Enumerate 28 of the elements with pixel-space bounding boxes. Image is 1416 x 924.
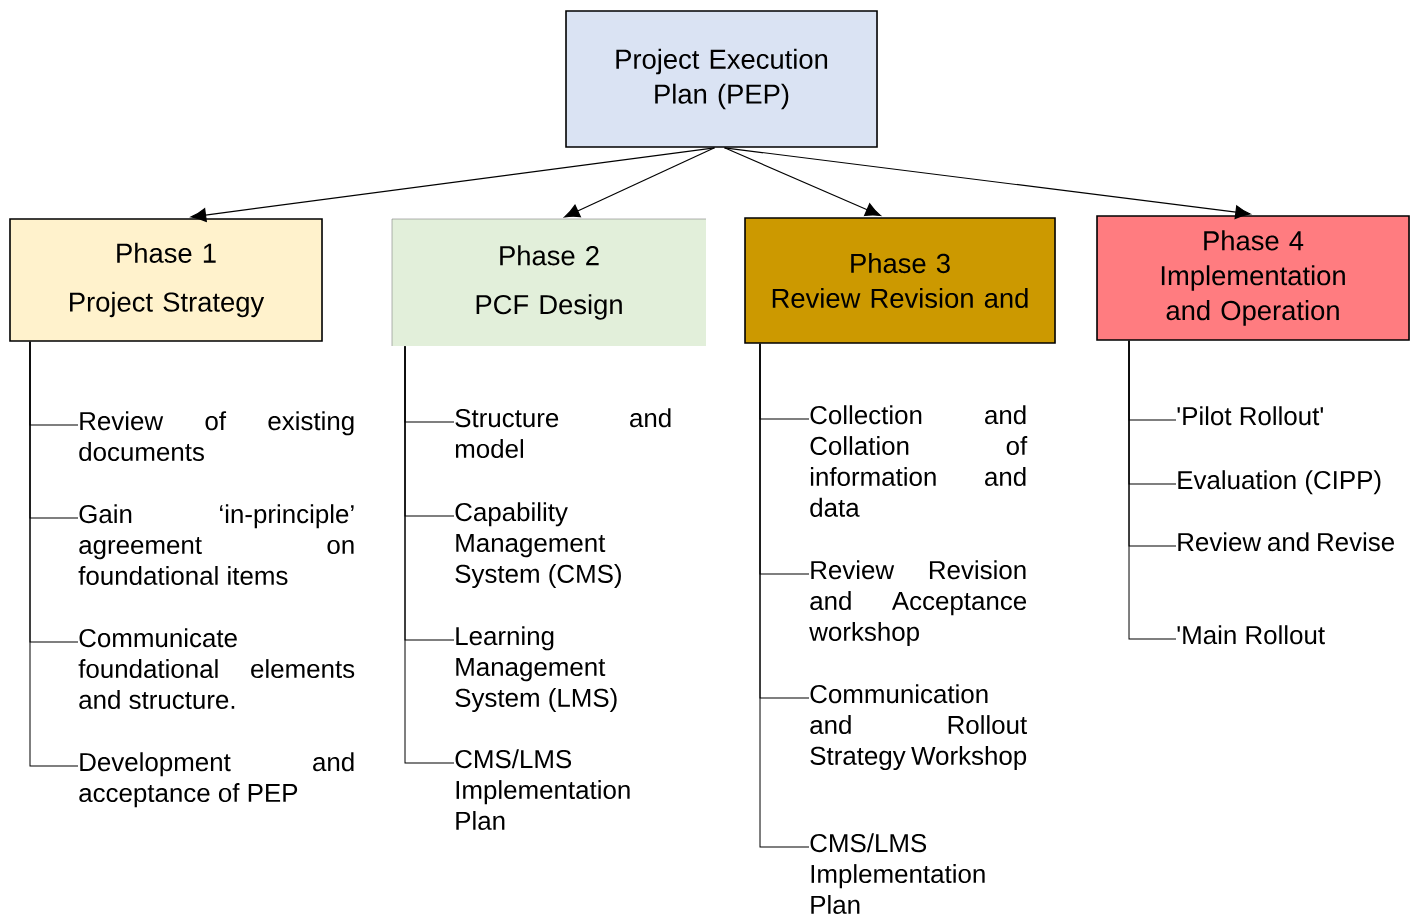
- list-item: Communication and Rollout Strategy Workshop: [810, 684, 1027, 771]
- list-item: Gain ‘in-principle’ agreement on foundational items: [78, 504, 354, 585]
- title-box: Project Execution Plan (PEP): [565, 10, 878, 148]
- list-item: CMS/LMS Implementation Plan: [810, 833, 985, 914]
- list-item: 'Pilot Rollout': [1177, 406, 1323, 426]
- tree-line: [1128, 340, 1177, 640]
- tree-line: [759, 343, 810, 848]
- arrow: [190, 147, 716, 222]
- list-item: 'Main Rollout: [1177, 625, 1325, 645]
- phase-box: Phase 4 Implementation and Operation: [1096, 215, 1410, 341]
- arrow: [723, 147, 1251, 220]
- list-item: Learning Management System (LMS): [455, 626, 617, 713]
- tree-line: [404, 345, 455, 764]
- phase-box: Phase 3 Review Revision and: [744, 217, 1056, 344]
- list-item: Review of existing documents: [79, 411, 354, 462]
- list-item: Review Revision and Acceptance workshop: [809, 560, 1027, 647]
- arrow: [564, 147, 716, 218]
- phase-box: Phase 1 Project Strategy: [9, 218, 323, 342]
- tree-line: [29, 341, 79, 767]
- list-item: Communicate foundational elements and structure.: [78, 628, 355, 709]
- list-item: Structure and model: [455, 408, 671, 459]
- list-item: Collection and Collation of information and data: [810, 405, 1028, 517]
- phase-box: Phase 2 PCF Design: [391, 218, 707, 347]
- list-item: CMS/LMS Implementation Plan: [455, 749, 630, 830]
- list-item: Capability Management System (CMS): [455, 502, 621, 589]
- list-item: Evaluation (CIPP): [1178, 470, 1381, 495]
- list-item: Review and Revise: [1178, 532, 1394, 552]
- list-item: Development and acceptance of PEP: [79, 752, 354, 808]
